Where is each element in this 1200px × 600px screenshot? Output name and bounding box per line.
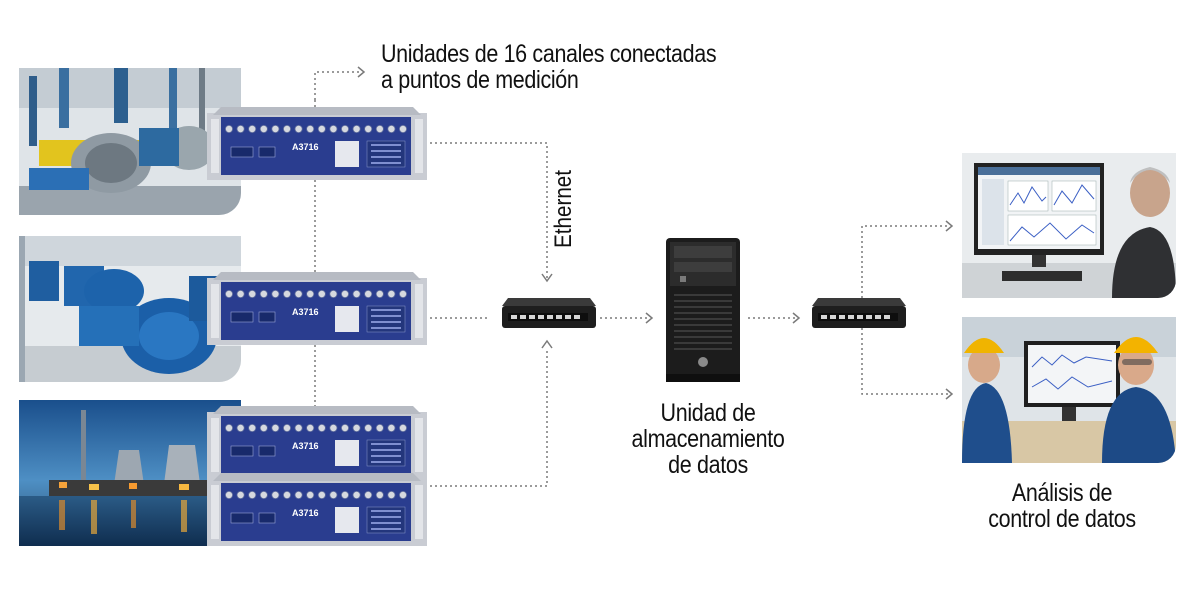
channel-connector [317, 423, 326, 432]
channel-connector [283, 124, 292, 133]
analysis-caption: Análisis de control de datos [962, 480, 1162, 532]
measurement-unit-1: A3716 [207, 107, 427, 180]
channel-connector [259, 490, 268, 499]
tower-server-icon [666, 238, 740, 382]
channel-connector [236, 289, 245, 298]
analysis-caption-line2: control de datos [988, 505, 1136, 533]
channel-connector [352, 490, 361, 499]
channel-connector [398, 423, 407, 432]
channel-connector [306, 124, 315, 133]
channel-connector [375, 423, 384, 432]
channel-connector [306, 490, 315, 499]
channel-connector [271, 423, 280, 432]
channel-connector [375, 289, 384, 298]
channel-connector [364, 289, 373, 298]
engineers-at-monitor-photo [962, 317, 1176, 463]
channel-connector [340, 423, 349, 432]
channel-connector [398, 490, 407, 499]
channel-connector [294, 124, 303, 133]
channel-connector [248, 423, 257, 432]
unit-model-label: A3716 [292, 441, 319, 451]
units-caption-line1: Unidades de 16 canales conectadas [381, 40, 717, 68]
storage-caption-line2: almacenamiento [631, 425, 785, 453]
channel-connector [271, 490, 280, 499]
channel-connector [283, 490, 292, 499]
channel-connector [387, 490, 396, 499]
unit-model-label: A3716 [292, 142, 319, 152]
units-caption: Unidades de 16 canales conectadas a punt… [381, 40, 717, 94]
measurement-unit-4: A3716 [207, 473, 427, 546]
storage-caption-line3: de datos [668, 451, 748, 479]
power-plant-photo [19, 400, 241, 546]
channel-connector [259, 289, 268, 298]
channel-connector [364, 423, 373, 432]
channel-connector [236, 423, 245, 432]
channel-connector [317, 490, 326, 499]
channel-connector [248, 124, 257, 133]
channel-connector [364, 490, 373, 499]
channel-connector [340, 289, 349, 298]
channel-connector [340, 490, 349, 499]
channel-connector [340, 124, 349, 133]
channel-connector [294, 289, 303, 298]
channel-connector [306, 423, 315, 432]
channel-connector [271, 124, 280, 133]
channel-connector [387, 124, 396, 133]
storage-caption: Unidad de almacenamiento de datos [608, 400, 808, 478]
channel-connector [317, 289, 326, 298]
channel-connector [352, 423, 361, 432]
channel-connector [398, 124, 407, 133]
channel-connector [224, 423, 233, 432]
channel-connector [329, 490, 338, 499]
operator-at-monitor-photo [962, 153, 1176, 298]
electric-motor-photo [19, 236, 241, 382]
storage-caption-line1: Unidad de [660, 399, 756, 427]
channel-connector [271, 289, 280, 298]
channel-connector [248, 490, 257, 499]
channel-connector [259, 124, 268, 133]
channel-connector [224, 490, 233, 499]
channel-connector [224, 289, 233, 298]
channel-connector [375, 124, 384, 133]
channel-connector [283, 423, 292, 432]
measurement-unit-2: A3716 [207, 272, 427, 345]
industrial-pump-photo [19, 68, 241, 215]
measurement-unit-3: A3716 [207, 406, 427, 479]
channel-connector [375, 490, 384, 499]
channel-connector [352, 289, 361, 298]
channel-connector [352, 124, 361, 133]
channel-connector [248, 289, 257, 298]
channel-connector [317, 124, 326, 133]
channel-connector [387, 289, 396, 298]
units-caption-line2: a puntos de medición [381, 66, 579, 94]
channel-connector [387, 423, 396, 432]
channel-connector [236, 124, 245, 133]
channel-connector [329, 289, 338, 298]
channel-connector [306, 289, 315, 298]
ethernet-label: Ethernet [550, 169, 577, 248]
analysis-caption-line1: Análisis de [1011, 479, 1113, 507]
channel-connector [329, 124, 338, 133]
channel-connector [283, 289, 292, 298]
network-switch-icon [812, 298, 906, 328]
unit-model-label: A3716 [292, 307, 319, 317]
channel-connector [398, 289, 407, 298]
channel-connector [224, 124, 233, 133]
channel-connector [259, 423, 268, 432]
channel-connector [294, 423, 303, 432]
channel-connector [364, 124, 373, 133]
unit-model-label: A3716 [292, 508, 319, 518]
network-switch-icon [502, 298, 596, 328]
channel-connector [294, 490, 303, 499]
channel-connector [329, 423, 338, 432]
channel-connector [236, 490, 245, 499]
